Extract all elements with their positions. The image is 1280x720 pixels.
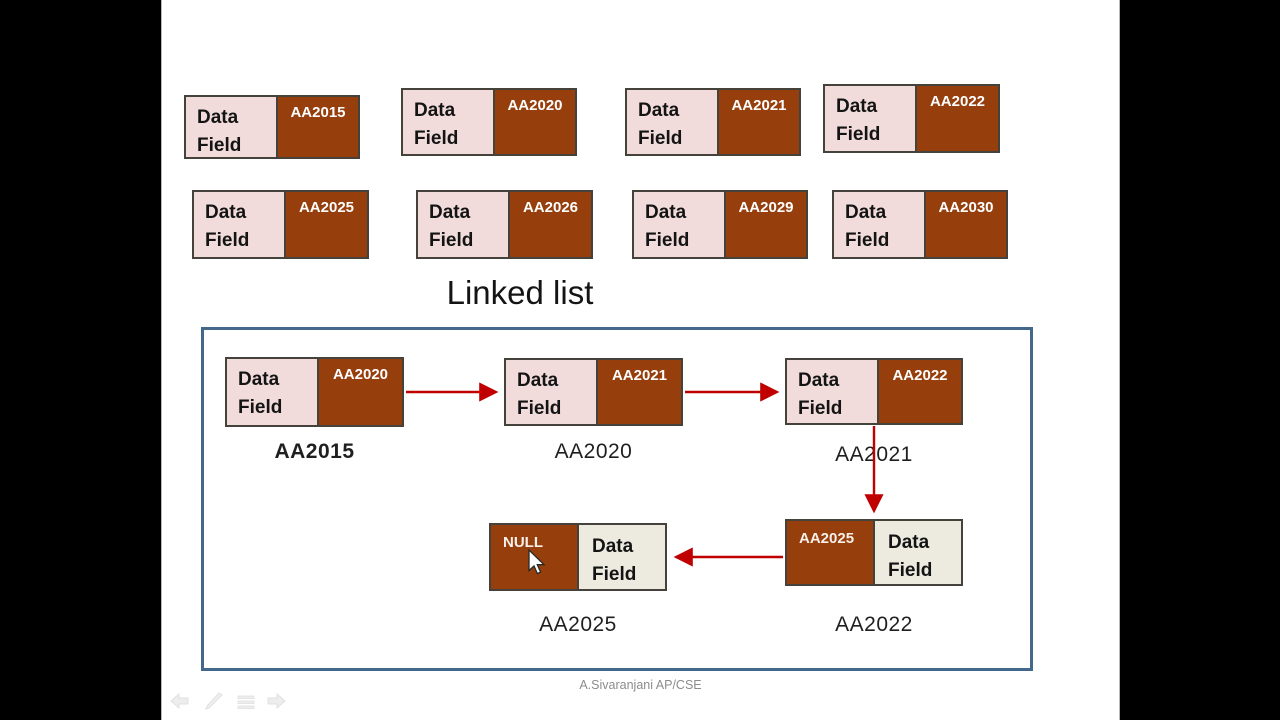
data-field-cell: Data Field: [634, 192, 724, 257]
data-field-cell: Data Field: [227, 359, 317, 425]
data-field-cell: Data Field: [579, 525, 665, 589]
data-field-cell: Data Field: [506, 360, 596, 424]
memory-node: Data Field AA2026: [416, 190, 593, 259]
node-address-label: AA2025: [539, 613, 617, 636]
memory-node: Data Field AA2030: [832, 190, 1008, 259]
data-field-cell: Data Field: [627, 90, 717, 154]
data-field-cell: Data Field: [787, 360, 877, 423]
memory-node: Data Field AA2015: [184, 95, 360, 159]
node-address-label: AA2020: [554, 440, 633, 463]
memory-node: Data Field AA2022: [823, 84, 1000, 153]
address-cell: AA2021: [717, 90, 799, 154]
memory-node: Data Field AA2025: [192, 190, 369, 259]
memory-node: Data Field AA2029: [632, 190, 808, 259]
data-field-cell: Data Field: [834, 192, 924, 257]
list-node-tail: NULL Data Field: [489, 523, 667, 591]
page-title: Linked list: [446, 274, 594, 311]
pointer-cell: AA2020: [317, 359, 402, 425]
address-cell: AA2029: [724, 192, 806, 257]
address-cell: AA2025: [284, 192, 367, 257]
data-field-cell: Data Field: [418, 192, 508, 257]
address-cell: AA2026: [508, 192, 591, 257]
memory-node: Data Field AA2020: [401, 88, 577, 156]
data-field-cell: Data Field: [194, 192, 284, 257]
data-field-cell: Data Field: [186, 97, 276, 157]
data-field-cell: Data Field: [403, 90, 493, 154]
pointer-cell: AA2021: [596, 360, 681, 424]
address-cell: AA2022: [915, 86, 998, 151]
pointer-cell: AA2025: [787, 521, 875, 584]
data-field-cell: Data Field: [825, 86, 915, 151]
address-cell: AA2030: [924, 192, 1006, 257]
node-address-label: AA2022: [835, 613, 913, 636]
list-node: Data Field AA2022: [785, 358, 963, 425]
node-address-label: AA2021: [835, 443, 913, 466]
pointer-cell: NULL: [491, 525, 579, 589]
node-address-label: AA2015: [274, 440, 355, 463]
next-slide-icon[interactable]: [265, 692, 287, 712]
list-node: Data Field AA2021: [504, 358, 683, 426]
list-node: Data Field AA2020: [225, 357, 404, 427]
pointer-cell: AA2022: [877, 360, 961, 423]
list-node: AA2025 Data Field: [785, 519, 963, 586]
slide: Data Field AA2015 Data Field AA2020 Data…: [161, 0, 1120, 720]
address-cell: AA2015: [276, 97, 358, 157]
address-cell: AA2020: [493, 90, 575, 154]
previous-slide-icon[interactable]: [169, 692, 191, 712]
linked-list-frame: [201, 327, 1033, 671]
data-field-cell: Data Field: [875, 521, 961, 584]
pen-tool-icon[interactable]: [203, 692, 225, 712]
memory-node: Data Field AA2021: [625, 88, 801, 156]
slide-menu-icon[interactable]: [235, 692, 257, 712]
footer-credit: A.Sivaranjani AP/CSE: [579, 678, 702, 692]
